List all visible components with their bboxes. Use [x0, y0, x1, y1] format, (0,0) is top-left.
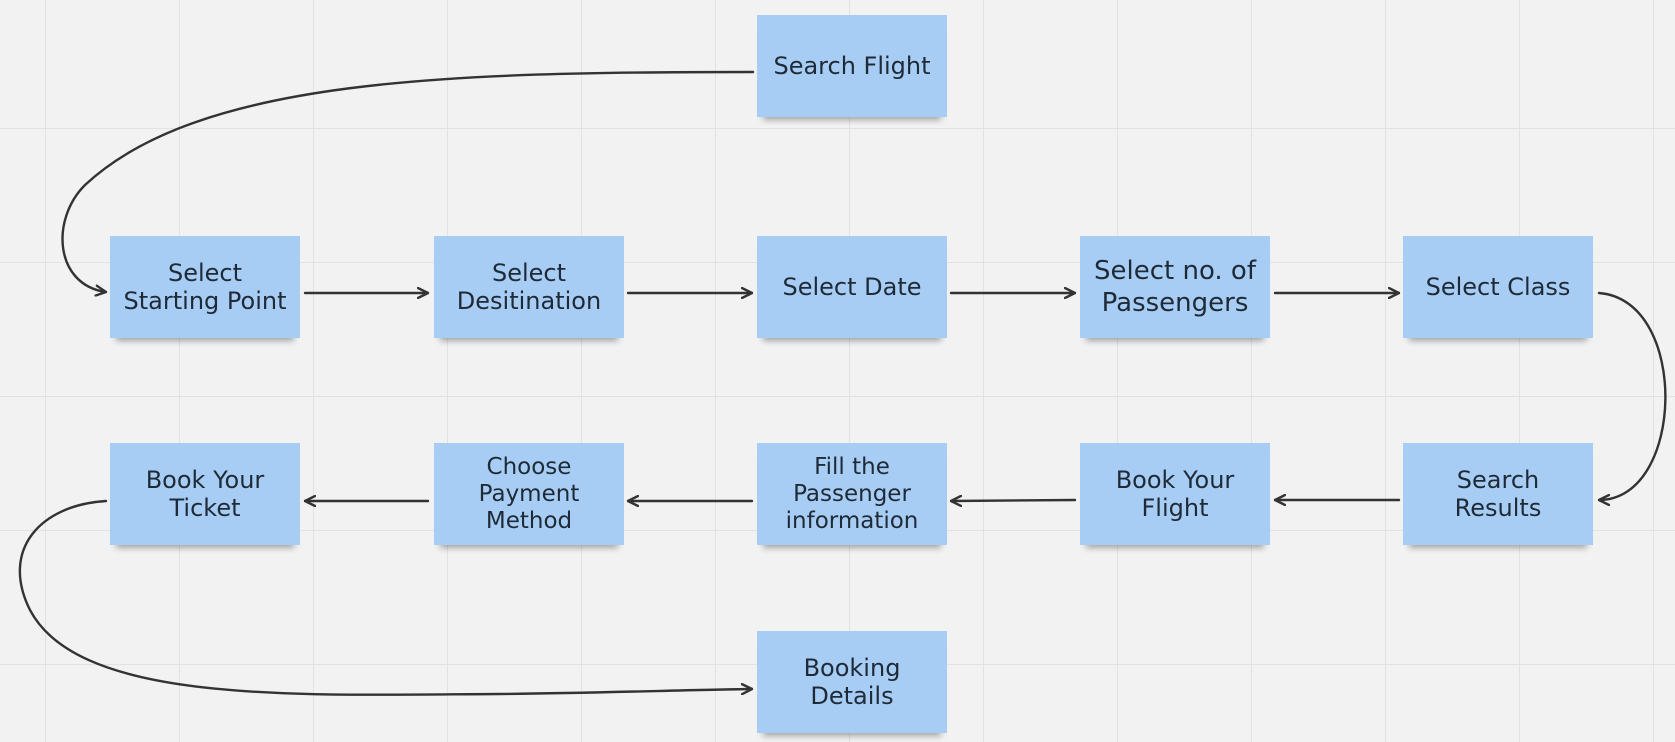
- sticky-note-label: Choose Payment Method: [478, 453, 580, 534]
- sticky-note-fill-passenger-information[interactable]: Fill the Passenger information: [757, 443, 947, 545]
- sticky-note-label: Select no. of Passengers: [1094, 256, 1256, 318]
- sticky-note-label: Select Desitination: [456, 259, 602, 315]
- connector-class-to-search-results[interactable]: [1597, 291, 1667, 500]
- sticky-note-book-your-flight[interactable]: Book Your Flight: [1080, 443, 1270, 545]
- sticky-note-select-starting-point[interactable]: Select Starting Point: [110, 236, 300, 338]
- sticky-note-search-flight[interactable]: Search Flight: [757, 15, 947, 117]
- sticky-note-label: Fill the Passenger information: [785, 453, 919, 534]
- sticky-note-label: Search Flight: [773, 52, 931, 80]
- sticky-note-label: Book Your Flight: [1115, 466, 1235, 522]
- sticky-note-label: Search Results: [1454, 466, 1542, 522]
- sticky-note-label: Select Class: [1425, 273, 1571, 301]
- sticky-note-search-results[interactable]: Search Results: [1403, 443, 1593, 545]
- sticky-note-select-passengers[interactable]: Select no. of Passengers: [1080, 236, 1270, 338]
- sticky-note-book-your-ticket[interactable]: Book Your Ticket: [110, 443, 300, 545]
- sticky-note-booking-details[interactable]: Booking Details: [757, 631, 947, 733]
- sticky-note-label: Booking Details: [803, 654, 901, 710]
- sticky-note-choose-payment-method[interactable]: Choose Payment Method: [434, 443, 624, 545]
- connector-book-flight-to-passenger-info[interactable]: [949, 500, 1077, 501]
- sticky-note-select-destination[interactable]: Select Desitination: [434, 236, 624, 338]
- sticky-note-label: Book Your Ticket: [145, 466, 265, 522]
- sticky-note-select-date[interactable]: Select Date: [757, 236, 947, 338]
- sticky-note-select-class[interactable]: Select Class: [1403, 236, 1593, 338]
- sticky-note-label: Select Date: [782, 273, 922, 301]
- sticky-note-label: Select Starting Point: [123, 259, 287, 315]
